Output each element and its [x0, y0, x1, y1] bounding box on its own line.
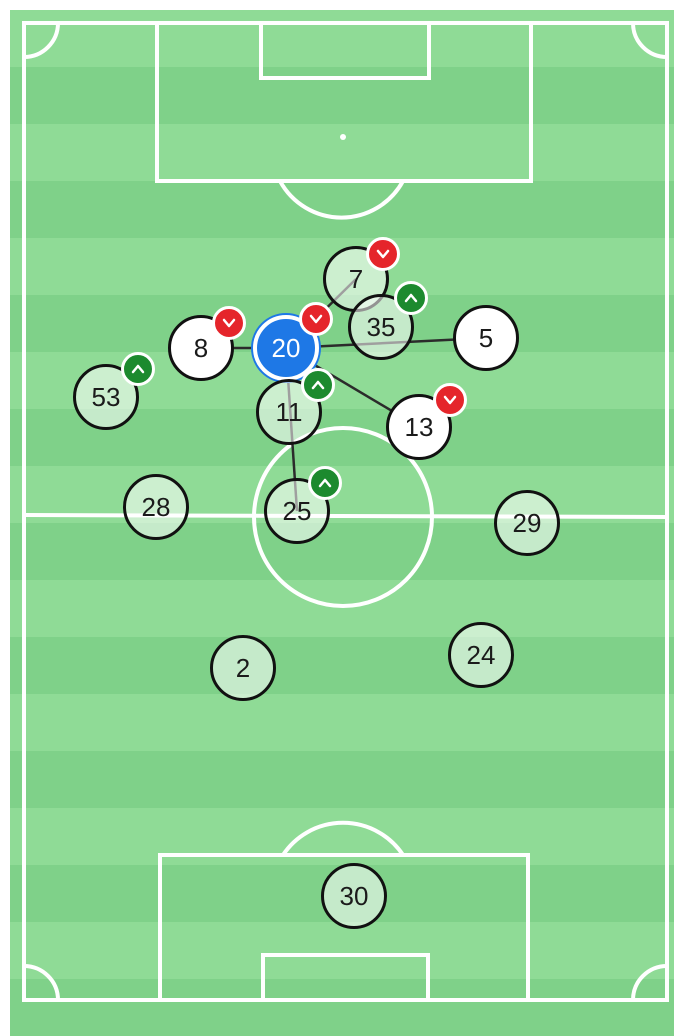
chevron-down-icon [309, 314, 323, 324]
player-13[interactable]: 13 [386, 394, 452, 460]
badge-up-player-35 [394, 281, 428, 315]
player-53[interactable]: 53 [73, 364, 139, 430]
pitch-stripe [10, 751, 674, 808]
badge-down-player-7 [366, 237, 400, 271]
badge-down-player-8 [212, 306, 246, 340]
player-11[interactable]: 11 [256, 379, 322, 445]
pitch-stripe [10, 10, 674, 67]
badge-up-player-11 [301, 368, 335, 402]
chevron-up-icon [404, 293, 418, 303]
chevron-up-icon [318, 478, 332, 488]
badge-up-player-53 [121, 352, 155, 386]
player-24[interactable]: 24 [448, 622, 514, 688]
chevron-down-icon [376, 249, 390, 259]
top-penalty-arc [278, 180, 405, 220]
pitch-stripe [10, 580, 674, 637]
top-penalty-area [155, 21, 533, 183]
pitch-stripe [10, 181, 674, 238]
player-28[interactable]: 28 [123, 474, 189, 540]
chevron-up-icon [311, 380, 325, 390]
corner-arc-bottom-left [23, 964, 60, 1001]
chevron-down-icon [443, 395, 457, 405]
pitch-stripe [10, 124, 674, 181]
corner-arc-bottom-right [631, 964, 668, 1001]
halfway-line [23, 513, 668, 519]
badge-up-player-25 [308, 466, 342, 500]
pitch-stripe [10, 637, 674, 694]
player-30[interactable]: 30 [321, 863, 387, 929]
pitch-stripe [10, 523, 674, 580]
badge-down-player-13 [433, 383, 467, 417]
bottom-penalty-arc [281, 820, 405, 857]
player-35[interactable]: 35 [348, 294, 414, 360]
corner-arc-top-left [23, 22, 60, 59]
top-goal-area [259, 21, 431, 80]
pitch-stripe [10, 694, 674, 751]
chevron-down-icon [222, 318, 236, 328]
bottom-goal-area [261, 953, 430, 1002]
center-circle [252, 426, 434, 608]
corner-arc-top-right [631, 22, 668, 59]
pitch-stripe [10, 922, 674, 979]
player-29[interactable]: 29 [494, 490, 560, 556]
player-5[interactable]: 5 [453, 305, 519, 371]
player-2[interactable]: 2 [210, 635, 276, 701]
badge-down-player-20 [299, 302, 333, 336]
chevron-up-icon [131, 364, 145, 374]
penalty-spot [340, 134, 346, 140]
